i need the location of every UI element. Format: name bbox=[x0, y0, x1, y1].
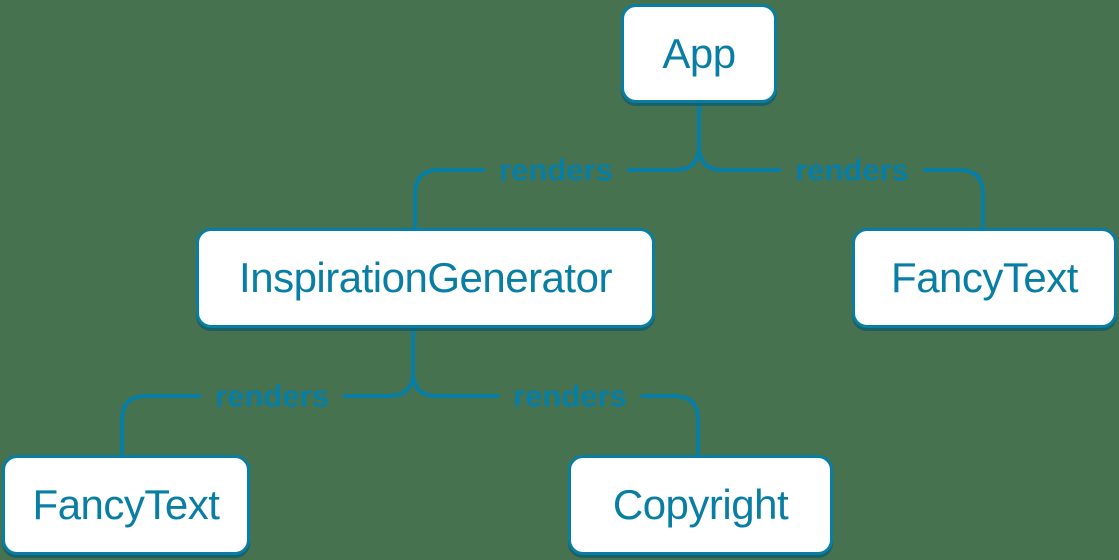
edge-label-renders-app-fancy-text: renders bbox=[781, 150, 923, 190]
node-fancy-text-top-right: FancyText bbox=[852, 228, 1117, 328]
edge-label-renders-app-inspiration-generator: renders bbox=[485, 150, 627, 190]
edge-label-renders-inspiration-generator-copyright: renders bbox=[499, 376, 641, 416]
edge-label-renders-inspiration-generator-fancy-text: renders bbox=[201, 376, 343, 416]
node-app: App bbox=[621, 4, 777, 103]
node-inspiration-generator: InspirationGenerator bbox=[196, 228, 655, 328]
node-fancy-text-bottom-left: FancyText bbox=[2, 455, 250, 555]
node-copyright: Copyright bbox=[568, 455, 833, 555]
